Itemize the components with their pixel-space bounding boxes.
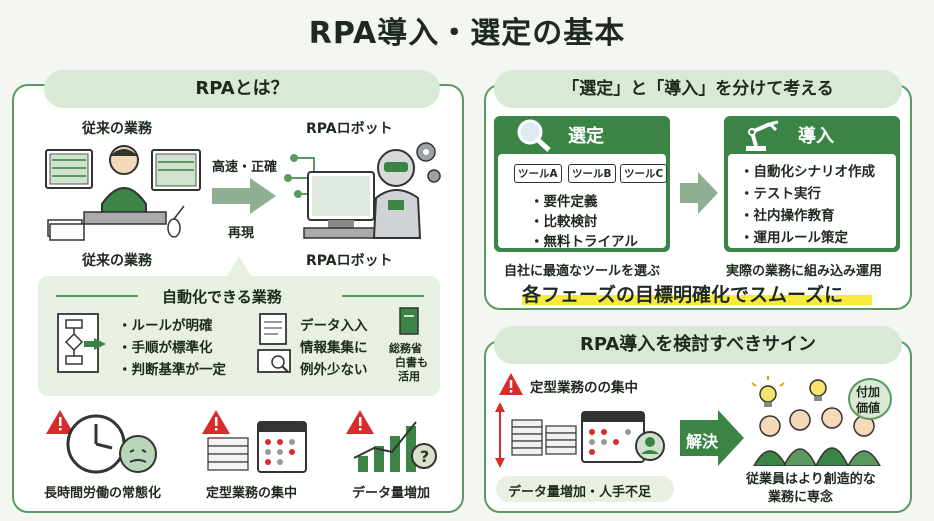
select-bullet-1: ・要件定義 [530, 194, 598, 210]
rpa-overview-head: RPAとは？ [44, 70, 440, 108]
select-caption: 自社に最適なツールを選ぶ [504, 264, 661, 279]
deploy-title: 導入 [798, 126, 834, 147]
result-line-2: 業務に専念 [768, 490, 834, 505]
deploy-bullet-3: ・社内操作教育 [740, 208, 835, 224]
office-worker-illustration [45, 145, 201, 241]
book-label-2: 白書も [395, 356, 428, 369]
automatable-bullet-1: ・ルールが明確 [118, 318, 213, 334]
value-badge [848, 378, 892, 420]
arrow-label-bottom: 再現 [228, 226, 255, 241]
book-label-3: 活用 [398, 370, 420, 383]
solve-arrow-icon [680, 410, 744, 466]
tool-c-chip: ツールC [620, 164, 668, 183]
divider-left [56, 295, 138, 297]
robot-arm-icon [746, 120, 779, 151]
phase-arrow-icon [680, 172, 718, 214]
svg-text:?: ? [420, 447, 429, 466]
traditional-label-top: 従来の業務 [82, 121, 152, 137]
book-label-1: 総務省 [389, 342, 422, 355]
result-line-1: 従業員はより創造的な [746, 472, 876, 487]
deploy-bullet-4: ・運用ルール策定 [740, 230, 848, 246]
data-growth-chart-icon: ? [346, 410, 437, 472]
value-badge-line-2: 価値 [856, 401, 881, 415]
sign-label-3: データ量増加 [352, 486, 431, 501]
page-title: RPA導入・選定の基本 [308, 16, 626, 51]
deploy-bullet-2: ・テスト実行 [740, 186, 821, 202]
value-badge-line-1: 付加 [856, 385, 881, 399]
magnifier-icon [517, 119, 551, 152]
book-icon [399, 307, 419, 335]
solve-label: 解決 [686, 432, 719, 451]
select-title: 選定 [568, 126, 604, 147]
select-bullet-2: ・比較検討 [530, 214, 598, 230]
deploy-bullet-1: ・自動化シナリオ作成 [740, 164, 875, 180]
sign-label-1: 長時間労働の常態化 [44, 486, 162, 501]
deploy-card-body [728, 154, 896, 248]
deploy-caption: 実際の業務に組み込み運用 [726, 264, 883, 279]
traditional-label-bottom: 従来の業務 [82, 253, 152, 269]
arrow-label-top: 高速・正確 [212, 160, 278, 175]
data-item-2: 情報集集に [300, 340, 368, 356]
automatable-bullet-2: ・手順が標準化 [118, 340, 213, 356]
banner-highlight [522, 295, 872, 305]
robot-label-top: RPAロボット [306, 121, 393, 137]
long-hours-clock-icon [46, 410, 157, 474]
data-item-3: 例外少ない [300, 362, 368, 378]
data-shortage-tag [496, 476, 674, 502]
select-bullet-3: ・無料トライアル [530, 234, 638, 250]
document-icon [257, 313, 291, 373]
tool-a-chip: ツールA [514, 164, 562, 183]
workload-illustration [495, 402, 665, 468]
data-shortage-label: データ量増加・人手不足 [508, 485, 652, 500]
sign-label-2: 定型業務の集中 [206, 486, 298, 501]
deploy-card: 導入 [724, 116, 900, 252]
callout-pointer [226, 256, 252, 278]
data-item-1: データ入入 [300, 318, 368, 334]
flowchart-icon [57, 313, 106, 373]
signs-head: RPA導入を検討すべきサイン [494, 326, 902, 364]
routine-work-docs-icon [202, 410, 307, 473]
tool-b-chip: ツールB [568, 164, 616, 183]
robot-label-bottom: RPAロボット [306, 253, 393, 269]
warning-label: 定型業務のの集中 [530, 380, 638, 396]
automatable-bullet-3: ・判断基準が一定 [118, 362, 226, 378]
selection-deployment-head: 「選定」と「導入」を分けて考える [494, 70, 902, 108]
divider-right [342, 295, 424, 297]
phase-goal-banner: 各フェーズの目標明確化でスムーズに [522, 284, 844, 306]
transform-arrow-icon [212, 178, 276, 214]
rpa-robot-illustration [284, 142, 441, 239]
warning-icon [499, 373, 523, 395]
team-illustration [751, 376, 881, 466]
automatable-head: 自動化できる業務 [162, 288, 282, 306]
